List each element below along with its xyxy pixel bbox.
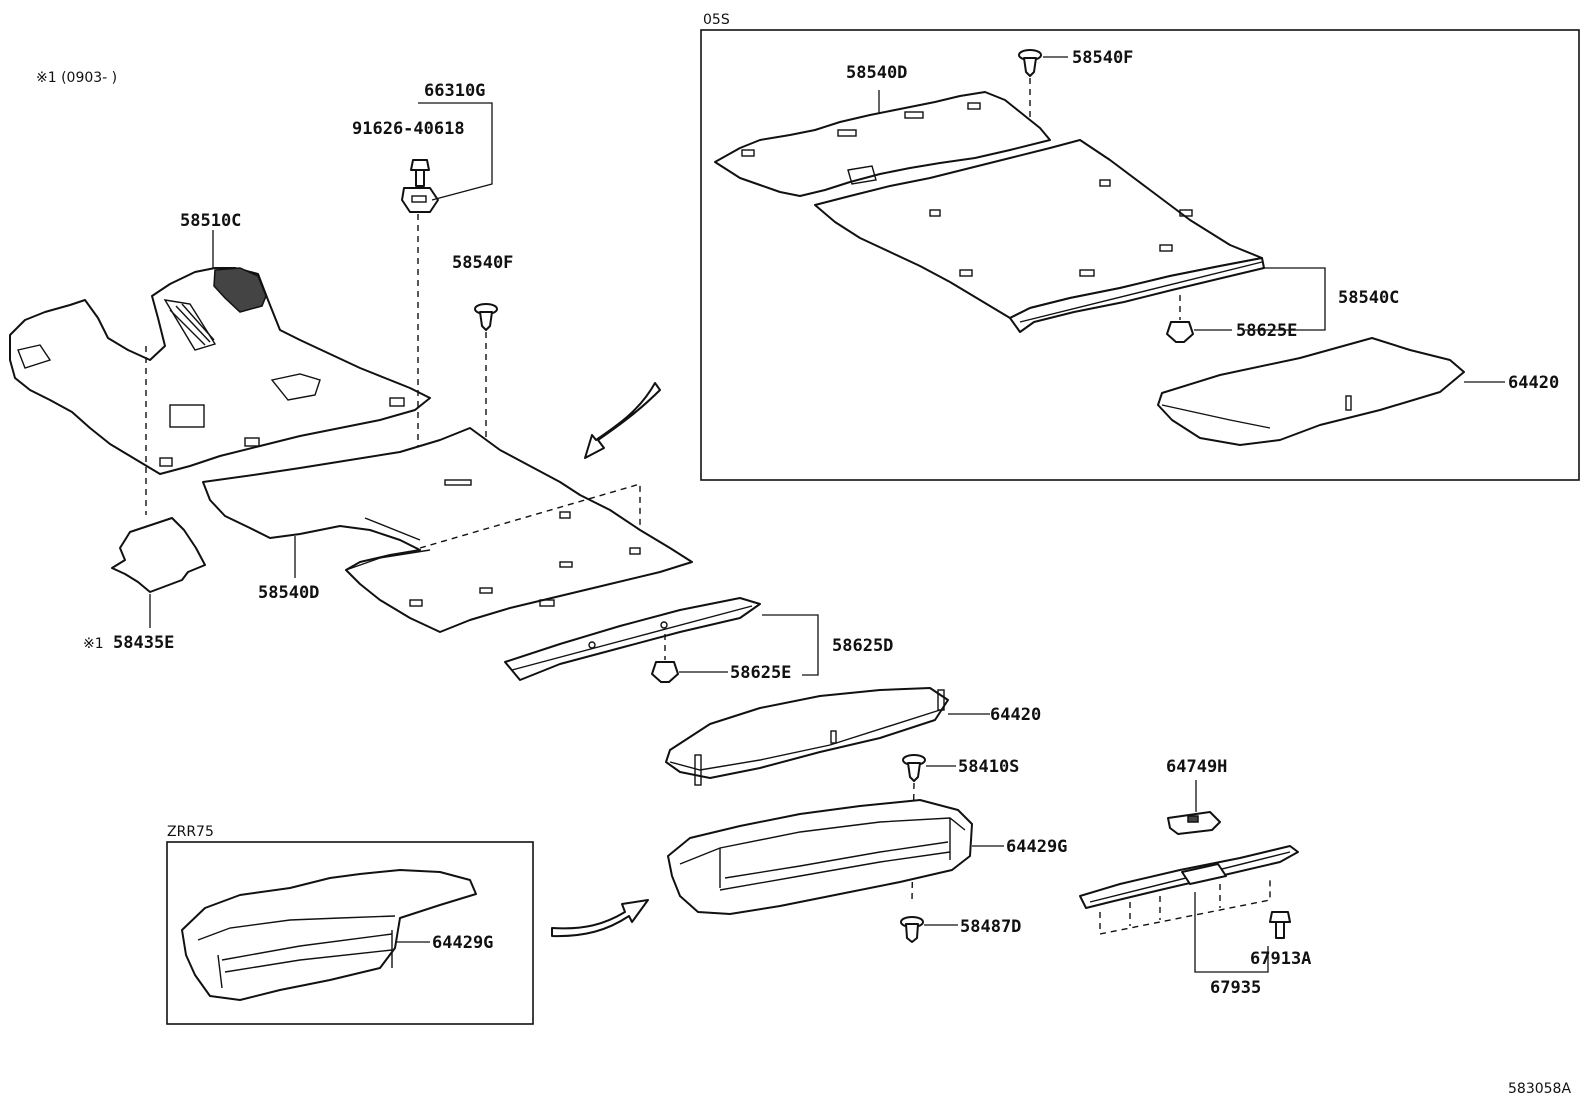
label-67913A: 67913A: [1250, 949, 1311, 969]
dashed-outline-scuff-plate: [1099, 878, 1271, 935]
drawing-id: 583058A: [1508, 1081, 1571, 1097]
label-58540C: 58540C: [1338, 288, 1399, 308]
label-91626-40618: 91626-40618: [352, 119, 465, 139]
part-58540F: [474, 303, 498, 331]
label-64420-05s: 64420: [1508, 373, 1559, 393]
part-58410S: [902, 754, 926, 782]
part-64420-05s: [1157, 337, 1465, 446]
assembly-arrow-top: [584, 382, 661, 459]
label-58487D: 58487D: [960, 917, 1021, 937]
label-64749H: 64749H: [1166, 757, 1227, 777]
part-58625D-plate: [504, 597, 761, 681]
part-58487D: [900, 916, 924, 943]
label-58625E-05s: 58625E: [1236, 321, 1297, 341]
label-58540F: 58540F: [452, 253, 513, 273]
label-66310G: 66310G: [424, 81, 485, 101]
part-58625E: [651, 661, 679, 683]
label-58540D-05s: 58540D: [846, 63, 907, 83]
variant-box-zrr75: [166, 841, 534, 1025]
part-58540D-silencer: [202, 427, 693, 633]
part-58540F-05s: [1018, 49, 1042, 77]
part-67935-scuff-plate: [1079, 845, 1299, 909]
label-64420: 64420: [990, 705, 1041, 725]
part-91626-40618-bolt: [410, 159, 430, 187]
applicability-note: ※1 (0903- ): [36, 70, 117, 86]
label-58435E-marker: ※1: [83, 636, 104, 652]
label-64429G-zrr75: 64429G: [432, 933, 493, 953]
variant-box-05s: [700, 29, 1580, 481]
label-67935: 67935: [1210, 978, 1261, 998]
label-58625E: 58625E: [730, 663, 791, 683]
label-64429G: 64429G: [1006, 837, 1067, 857]
leader-58625D: [762, 614, 819, 676]
part-58540D-05s: [714, 91, 1051, 197]
label-58540D: 58540D: [258, 583, 319, 603]
part-58435E: [111, 517, 206, 593]
leader-66310G: [418, 102, 493, 201]
part-64749H: [1167, 811, 1221, 835]
label-58410S: 58410S: [958, 757, 1019, 777]
part-66310G-clip: [401, 187, 439, 213]
part-64429G-zrr75: [181, 869, 477, 1001]
part-64420-deck-board: [665, 687, 949, 786]
variant-box-05s-label: 05S: [703, 12, 730, 28]
variant-box-zrr75-label: ZRR75: [167, 824, 214, 840]
label-58435E: 58435E: [113, 633, 174, 653]
part-58510C-floor-carpet: [9, 267, 431, 475]
dashed-clips-scuff-plate: [1129, 884, 1221, 926]
label-58625D: 58625D: [832, 636, 893, 656]
label-58510C: 58510C: [180, 211, 241, 231]
part-64429G-tray: [667, 799, 973, 915]
part-58625E-05s: [1166, 321, 1194, 343]
part-67913A: [1269, 911, 1291, 939]
label-58540F-05s: 58540F: [1072, 48, 1133, 68]
assembly-arrow-bottom: [551, 899, 649, 938]
leader-58540C: [1245, 267, 1326, 331]
leader-67935: [1194, 892, 1269, 973]
part-58540C-05s: [814, 139, 1265, 333]
